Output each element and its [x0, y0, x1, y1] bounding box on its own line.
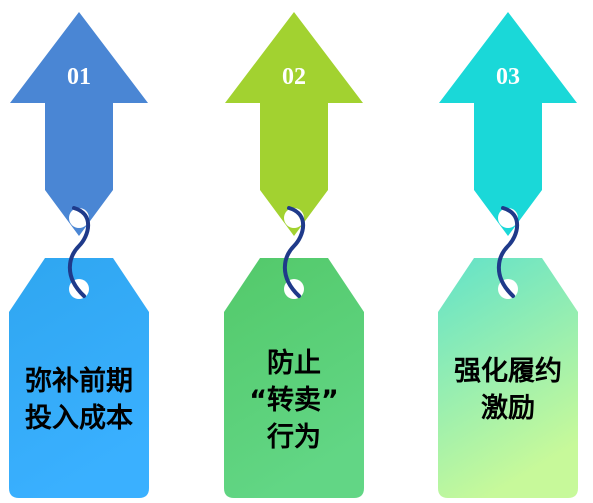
step-3-arrow — [439, 12, 577, 236]
step-2-line-2: “转卖” — [249, 384, 339, 416]
step-2-line-1: 防止 — [267, 347, 321, 379]
step-3-line-2: 激励 — [481, 393, 535, 424]
step-2-line-3: 行为 — [267, 421, 321, 453]
step-3-text: 强化履约 激励 — [437, 290, 579, 490]
step-1-line-2: 投入成本 — [25, 403, 133, 434]
step-2-hook — [282, 206, 306, 298]
step-1-tag — [9, 258, 149, 498]
step-3-hook — [496, 206, 520, 298]
step-2-number: 02 — [282, 64, 306, 90]
step-3-line-1: 强化履约 — [454, 356, 562, 387]
step-3-tag — [438, 258, 578, 498]
step-2-tag — [224, 258, 364, 498]
step-1-text: 弥补前期 投入成本 — [8, 300, 150, 500]
step-2-arrow — [225, 12, 363, 236]
step-3-number: 03 — [496, 64, 520, 90]
step-1-number: 01 — [67, 64, 91, 90]
step-1-hook — [67, 206, 91, 298]
step-2-text: 防止 “转卖” 行为 — [223, 300, 365, 500]
step-1-line-1: 弥补前期 — [25, 366, 133, 397]
step-1-arrow — [10, 12, 148, 236]
